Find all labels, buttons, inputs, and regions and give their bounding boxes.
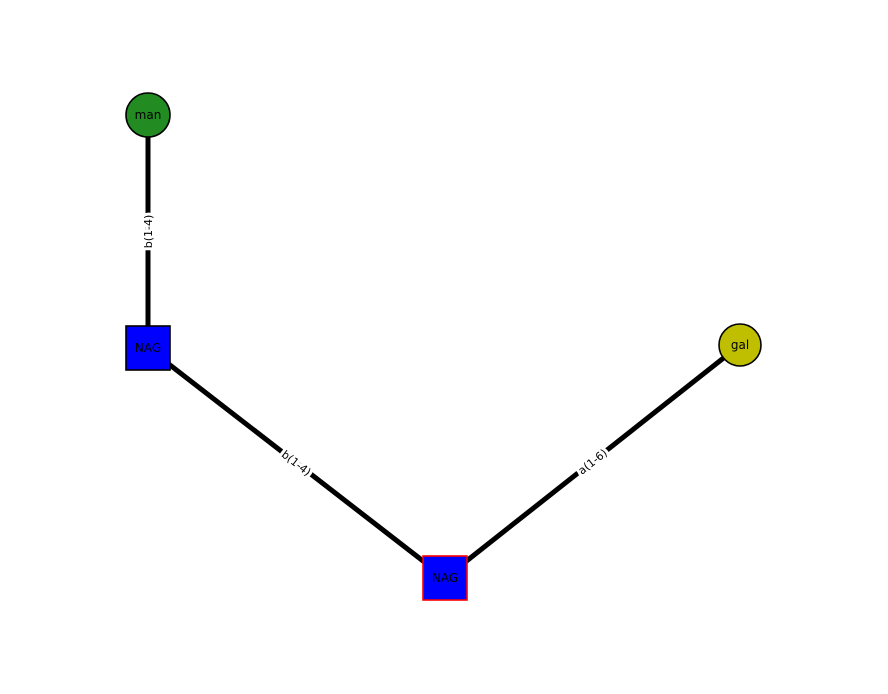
node-label-gal: gal — [731, 338, 749, 352]
node-label-nag1: NAG — [135, 341, 161, 355]
node-square-nag1 — [125, 325, 171, 371]
edge-label-nag1-nag2: b(1-4) — [279, 448, 313, 479]
edge-nag2-gal — [443, 343, 742, 580]
edge-nag1-nag2 — [146, 346, 447, 580]
node-circle-gal — [718, 323, 762, 367]
edge-label-nag2-gal: a(1-6) — [576, 446, 610, 477]
node-label-man: man — [135, 108, 162, 122]
node-square-nag2 — [422, 555, 468, 601]
node-circle-man — [125, 92, 171, 138]
edge-label-man-nag1: b(1-4) — [142, 215, 155, 249]
node-label-nag2: NAG — [432, 571, 458, 585]
